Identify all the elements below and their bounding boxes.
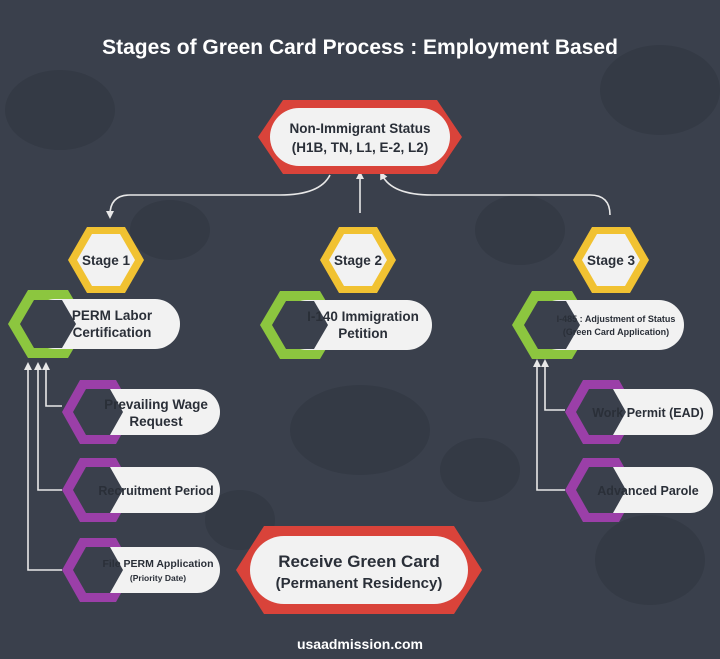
perm-label-line1: PERM Labor (72, 308, 153, 323)
footer-url: usaadmission.com (297, 636, 423, 652)
node-non-immigrant-status: Non-Immigrant Status (H1B, TN, L1, E-2, … (258, 100, 462, 174)
node-stage-3: Stage 3 (573, 227, 649, 293)
node-i140-petition: I-140 Immigration Petition (260, 291, 432, 359)
connector-perm-recruitment (34, 362, 62, 491)
file-perm-label-line2: (Priority Date) (130, 573, 186, 583)
node-work-permit: Work Permit (EAD) (565, 380, 713, 444)
i140-label-line1: I-140 Immigration (307, 309, 419, 324)
connector-root-stage3 (380, 171, 611, 216)
connector-i485-parole (533, 359, 565, 491)
node-prevailing-wage: Prevailing Wage Request (62, 380, 220, 444)
stage1-label: Stage 1 (82, 253, 131, 268)
i485-label-line2: (Green Card Application) (563, 327, 669, 337)
parole-label: Advanced Parole (597, 484, 698, 498)
node-recruitment-period: Recruitment Period (62, 458, 220, 522)
work-permit-label: Work Permit (EAD) (592, 406, 704, 420)
connector-root-stage1 (106, 174, 331, 219)
background-pattern (5, 45, 720, 605)
perm-label-line2: Certification (73, 325, 152, 340)
node-advanced-parole: Advanced Parole (565, 458, 713, 522)
green-card-label-line2: (Permanent Residency) (276, 575, 443, 592)
connectors (24, 171, 611, 571)
i485-label-line1: I-485 : Adjustment of Status (557, 314, 676, 324)
node-file-perm-application: File PERM Application (Priority Date) (62, 538, 220, 602)
page-title: Stages of Green Card Process : Employmen… (102, 36, 618, 59)
stage3-label: Stage 3 (587, 253, 636, 268)
prevailing-label-line1: Prevailing Wage (104, 397, 208, 412)
root-label-line1: Non-Immigrant Status (289, 121, 430, 136)
node-stage-2: Stage 2 (320, 227, 396, 293)
node-receive-green-card: Receive Green Card (Permanent Residency) (236, 526, 482, 614)
node-stage-1: Stage 1 (68, 227, 144, 293)
node-perm-labor-certification: PERM Labor Certification (8, 290, 180, 358)
file-perm-label-line1: File PERM Application (102, 558, 213, 570)
stage2-label: Stage 2 (334, 253, 382, 268)
prevailing-label-line2: Request (129, 414, 183, 429)
connector-perm-file (24, 362, 62, 571)
connector-perm-prevailing (42, 362, 62, 407)
node-i485-adjustment: I-485 : Adjustment of Status (Green Card… (512, 291, 684, 359)
connector-i485-work (541, 359, 565, 411)
recruitment-label: Recruitment Period (98, 484, 213, 498)
root-label-line2: (H1B, TN, L1, E-2, L2) (292, 140, 429, 155)
i140-label-line2: Petition (338, 326, 388, 341)
green-card-label-line1: Receive Green Card (278, 552, 440, 571)
